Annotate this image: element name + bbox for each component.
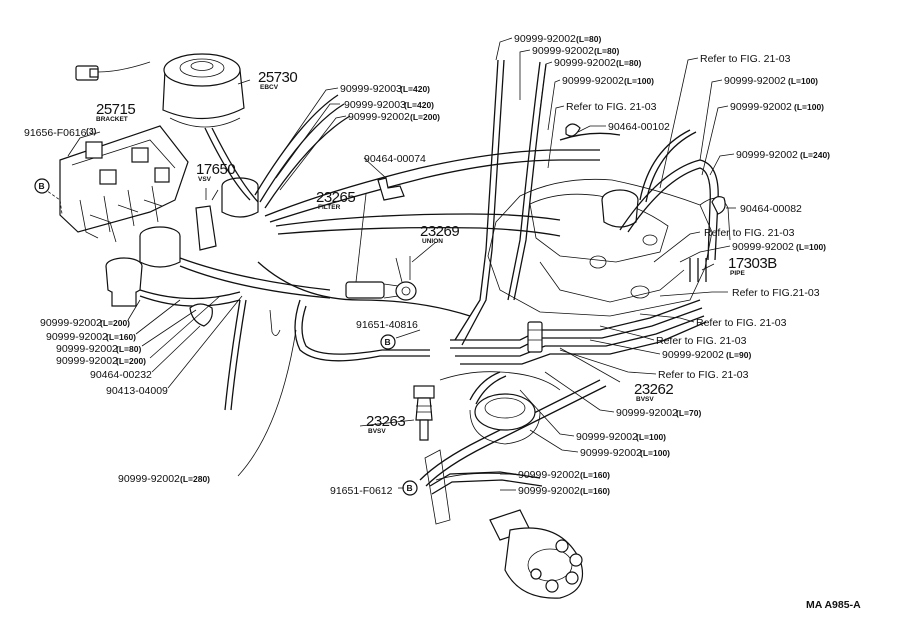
part-23265-number: 23265 [316, 189, 355, 206]
callout-c21-part: 90999-92002 [580, 447, 642, 459]
callout-c4-part: 90999-92002 [562, 75, 624, 87]
callout-c1-length: (L=80) [576, 34, 601, 44]
distributor [489, 509, 584, 599]
callout-c30-length: (L=160) [106, 332, 136, 342]
callout-c2-length: (L=80) [594, 46, 619, 56]
callout-c24-length: (L=420) [400, 84, 430, 94]
part-25730-number: 25730 [258, 69, 297, 86]
callout-c25-part: 90999-92003 [344, 99, 406, 111]
part-17303B-name: PIPE [730, 270, 745, 277]
part-17303B-number: 17303B [728, 255, 777, 272]
clips [189, 123, 726, 336]
vsv-bracket-assembly [39, 125, 259, 307]
callout-c20-length: (L=100) [636, 432, 666, 442]
engine-outline [487, 178, 731, 317]
callout-c32-part: 90999-92002 [56, 355, 118, 367]
callout-c22-length: (L=160) [580, 470, 610, 480]
part-25715-number: 25715 [96, 101, 135, 118]
pipe-17303b-shape [689, 258, 707, 282]
callout-c13-length: (L=100) [796, 242, 826, 252]
callout-c33-part: 90464-00232 [90, 369, 152, 381]
callout-c3-length: (L=80) [616, 58, 641, 68]
callout-c12-text: Refer to FIG. 21-03 [704, 227, 795, 239]
callout-c29-part: 90999-92002 [40, 317, 102, 329]
callout-c24-part: 90999-92003 [340, 83, 402, 95]
bolt-marker-bottom: B [407, 483, 413, 493]
bolt-marker-labels: B B B [39, 181, 413, 493]
callout-c20-part: 90999-92002 [576, 431, 638, 443]
part-23269-name: UNION [422, 238, 443, 245]
callout-c11-part: 90464-00082 [740, 203, 802, 215]
callout-labels: 90999-92002 (L=80) 90999-92002 (L=80) 90… [24, 33, 830, 497]
part-labels: 25730 EBCV 25715 BRACKET 17650 VSV 23265… [96, 69, 778, 435]
bolt-marker-middle: B [385, 337, 391, 347]
callout-c9-part: 90464-00102 [608, 121, 670, 133]
part-23269-number: 23269 [420, 223, 459, 240]
callout-c6-part: 90999-92002 [724, 75, 786, 87]
callout-c18-text: Refer to FIG. 21-03 [658, 369, 749, 381]
callout-c19-part: 90999-92002 [616, 407, 678, 419]
callout-c1-part: 90999-92002 [514, 33, 576, 45]
callout-c21-length: (L=100) [640, 448, 670, 458]
callout-c31-length: (L=80) [116, 344, 141, 354]
callout-c30-part: 90999-92002 [46, 331, 108, 343]
callout-c29-length: (L=200) [100, 318, 130, 328]
part-25730-name: EBCV [260, 84, 279, 91]
diagram-artwork [34, 53, 731, 599]
callout-c7-length: (L=100) [794, 102, 824, 112]
part-23263-number: 23263 [366, 413, 405, 430]
callout-c16-text: Refer to FIG. 21-03 [656, 335, 747, 347]
filter-and-union [345, 256, 417, 301]
callout-c7-part: 90999-92002 [730, 101, 792, 113]
callout-c27-part: 90464-00074 [364, 153, 426, 165]
callout-c4-length: (L=100) [624, 76, 654, 86]
part-17650-number: 17650 [196, 161, 235, 178]
vacuum-hoses [139, 59, 719, 495]
callout-c26-length: (L=200) [410, 112, 440, 122]
part-23262-number: 23262 [634, 381, 673, 398]
callout-c32-length: (L=200) [116, 356, 146, 366]
callout-c28-length: (3) [86, 126, 97, 136]
throttle-body-area [424, 371, 561, 525]
callout-c28-part: 91656-F0616 [24, 127, 87, 139]
callout-c25-length: (L=420) [404, 100, 434, 110]
callout-c36-part: 91651-40816 [356, 319, 418, 331]
leader-lines [67, 37, 736, 491]
callout-c23-part: 90999-92002 [518, 485, 580, 497]
ebcv-canister [75, 53, 245, 128]
callout-c37-part: 91651-F0612 [330, 485, 393, 497]
callout-c3-part: 90999-92002 [554, 57, 616, 69]
callout-c10-part: 90999-92002 [736, 149, 798, 161]
callout-c15-text: Refer to FIG. 21-03 [696, 317, 787, 329]
callout-c22-part: 90999-92002 [518, 469, 580, 481]
callout-c34-part: 90413-04009 [106, 385, 168, 397]
callout-c31-part: 90999-92002 [56, 343, 118, 355]
callout-c2-part: 90999-92002 [532, 45, 594, 57]
callout-c23-length: (L=160) [580, 486, 610, 496]
callout-c5-text: Refer to FIG. 21-03 [566, 101, 657, 113]
part-23265-name: FILTER [318, 204, 341, 211]
callout-c13-part: 90999-92002 [732, 241, 794, 253]
callout-c6-length: (L=100) [788, 76, 818, 86]
callout-c14-text: Refer to FIG.21-03 [732, 287, 820, 299]
bvsv-23262-shape [527, 321, 543, 353]
callout-c8-text: Refer to FIG. 21-03 [700, 53, 791, 65]
part-23262-name: BVSV [636, 396, 654, 403]
callout-c17-part: 90999-92002 [662, 349, 724, 361]
callout-c35-length: (L=280) [180, 474, 210, 484]
callout-c35-part: 90999-92002 [118, 473, 180, 485]
callout-c17-length: (L=90) [726, 350, 751, 360]
part-17650-name: VSV [198, 176, 212, 183]
callout-c10-length: (L=240) [800, 150, 830, 160]
drawing-code: MA A985-A [806, 599, 861, 611]
bvsv-23263-shape [413, 385, 435, 441]
callout-c26-part: 90999-92002 [348, 111, 410, 123]
part-25715-name: BRACKET [96, 116, 128, 123]
bolt-marker-left: B [39, 181, 45, 191]
callout-c19-length: (L=70) [676, 408, 701, 418]
part-23263-name: BVSV [368, 428, 386, 435]
